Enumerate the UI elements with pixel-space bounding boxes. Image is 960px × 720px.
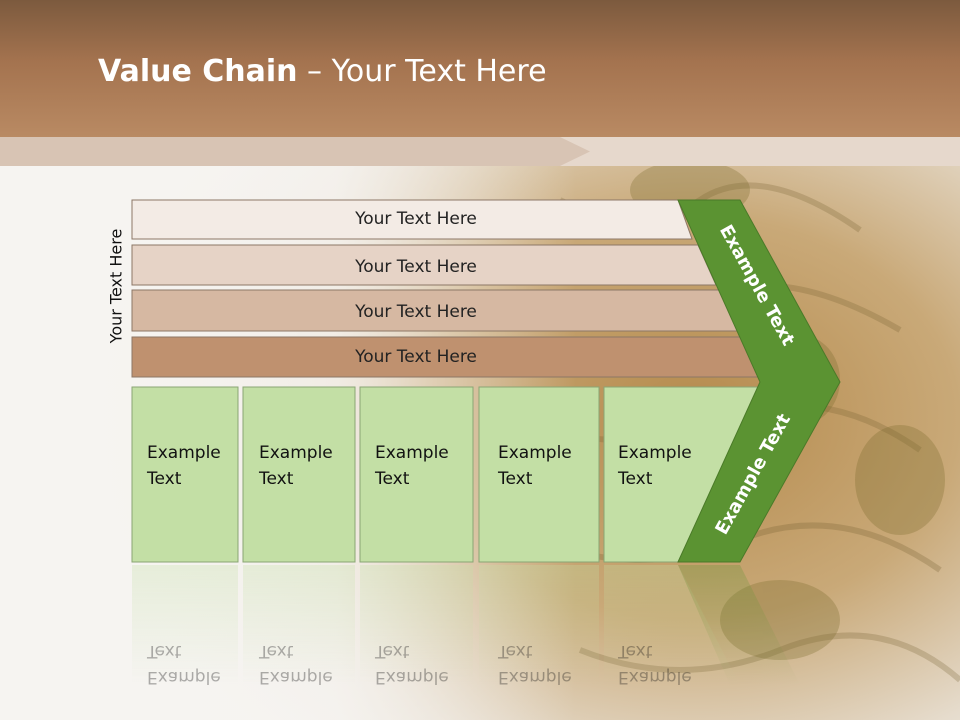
box-3-line1: Example bbox=[375, 443, 449, 463]
box-4-reflection-line1: Example bbox=[498, 667, 572, 687]
box-4-reflection bbox=[479, 565, 599, 685]
box-4-line1: Example bbox=[498, 443, 572, 463]
bar-2-label: Your Text Here bbox=[354, 257, 477, 277]
chevron-group: Example Text Example Text bbox=[677, 199, 841, 563]
box-3-reflection bbox=[360, 565, 473, 685]
box-5-reflection-line2: Text bbox=[617, 641, 653, 661]
bars-group: Your Text Here Your Text Here Your Text … bbox=[131, 199, 765, 378]
bar-1-label: Your Text Here bbox=[354, 209, 477, 229]
box-3-reflection-line2: Text bbox=[374, 641, 410, 661]
reflection-group: Example Text Example Text Example Text E… bbox=[132, 565, 800, 687]
chevron-reflection bbox=[678, 565, 800, 685]
header-bar bbox=[0, 0, 960, 137]
box-5-line2: Text bbox=[617, 469, 653, 489]
band-arrow bbox=[0, 137, 590, 166]
page-title: Value Chain – Your Text Here bbox=[98, 54, 547, 89]
box-1-reflection-line2: Text bbox=[146, 641, 182, 661]
box-2-reflection bbox=[243, 565, 355, 685]
box-2 bbox=[242, 386, 356, 563]
box-3 bbox=[359, 386, 474, 563]
bar-1 bbox=[131, 199, 693, 240]
bar-3-label: Your Text Here bbox=[354, 302, 477, 322]
title-bold: Value Chain bbox=[98, 54, 298, 89]
box-1-reflection-line1: Example bbox=[147, 667, 221, 687]
box-1 bbox=[131, 386, 239, 563]
box-1-reflection bbox=[132, 565, 238, 685]
chevron-shape bbox=[677, 199, 841, 563]
box-5-line1: Example bbox=[618, 443, 692, 463]
box-4-line2: Text bbox=[497, 469, 533, 489]
box-3-reflection-line1: Example bbox=[375, 667, 449, 687]
bar-4-label: Your Text Here bbox=[354, 347, 477, 367]
boxes-group: Example Text Example Text Example Text E… bbox=[131, 386, 761, 563]
box-1-line1: Example bbox=[147, 443, 221, 463]
box-5-reflection bbox=[604, 565, 740, 685]
box-1-line2: Text bbox=[146, 469, 182, 489]
title-rest: – Your Text Here bbox=[297, 54, 547, 89]
box-2-reflection-line2: Text bbox=[258, 641, 294, 661]
box-3-line2: Text bbox=[374, 469, 410, 489]
box-4 bbox=[478, 386, 600, 563]
box-5-reflection-line1: Example bbox=[618, 667, 692, 687]
box-2-line1: Example bbox=[259, 443, 333, 463]
box-4-reflection-line2: Text bbox=[497, 641, 533, 661]
box-2-reflection-line1: Example bbox=[259, 667, 333, 687]
box-2-line2: Text bbox=[258, 469, 294, 489]
